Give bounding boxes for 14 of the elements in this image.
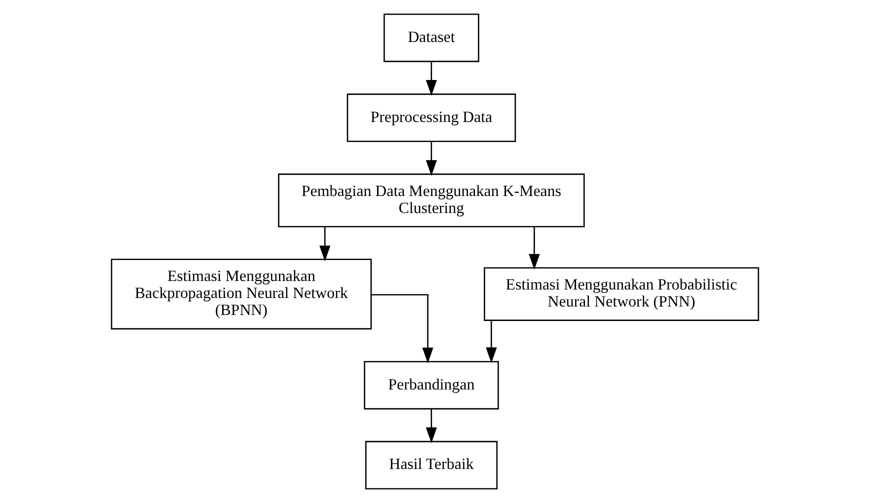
arrow (425, 141, 436, 176)
node-box: Dataset (383, 13, 479, 62)
node-box: Estimasi Menggunakan Probabilistic Neural Network (PNN) (483, 266, 759, 320)
arrow (318, 226, 330, 261)
node-box: Hasil Terbaik (364, 440, 498, 489)
arrow (485, 320, 496, 363)
node-box: Estimasi Menggunakan Backpropagation Neural Network (BPNN) (110, 258, 372, 329)
arrow (370, 294, 433, 363)
arrow (425, 61, 436, 96)
node-box: Perbandingan (363, 360, 498, 409)
arrow (425, 408, 436, 443)
node-box: Pembagian Data Menggunakan K-Means Clustering (278, 173, 584, 227)
node-box: Preprocessing Data (346, 93, 516, 142)
arrow (528, 226, 540, 270)
